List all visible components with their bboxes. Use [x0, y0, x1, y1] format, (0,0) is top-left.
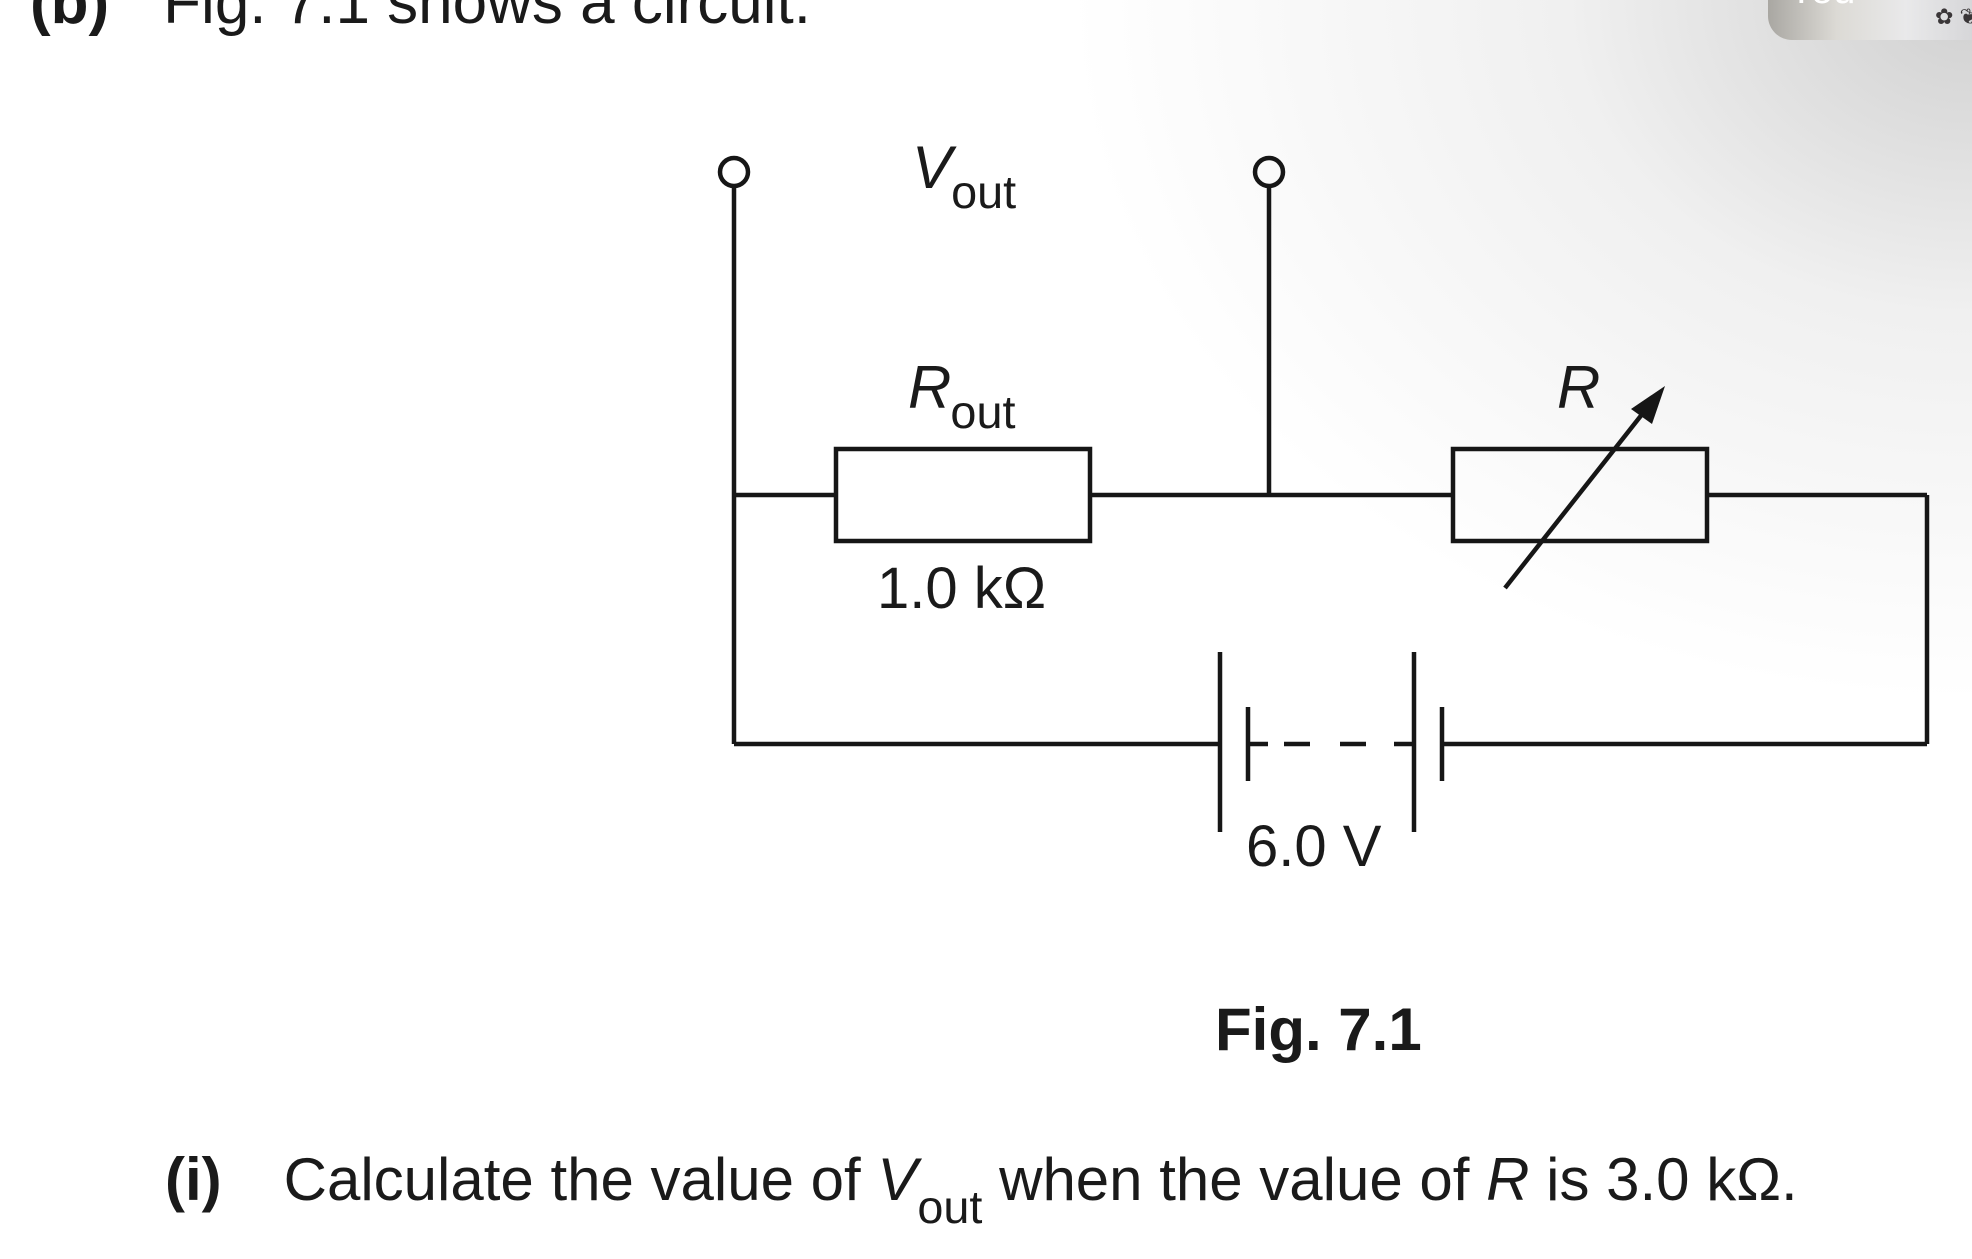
figure-caption: Fig. 7.1 [1215, 996, 1422, 1063]
question-var-r: R [1486, 1146, 1530, 1213]
thumbnail-text: You [1788, 0, 1856, 13]
rout-label: Rout [908, 354, 1016, 438]
leaf-pattern-icon: ✿ ❦ [1935, 4, 1972, 29]
question-var-sub: out [917, 1181, 983, 1234]
right-output-terminal [1252, 155, 1286, 189]
left-output-terminal [717, 155, 751, 189]
section-header: (b) Fig. 7.1 shows a circuit. [30, 0, 811, 34]
question-text-3: is 3.0 kΩ. [1529, 1146, 1798, 1213]
battery-voltage-label: 6.0 V [1246, 814, 1382, 879]
part-label: (b) [30, 0, 110, 37]
question-number: (i) [165, 1146, 222, 1213]
question-text-2: when the value of [982, 1146, 1487, 1213]
video-thumbnail[interactable]: You ✿ ❦ [1768, 0, 1972, 40]
variable-resistor-label: R [1557, 354, 1601, 421]
variable-arrow-shaft [1503, 406, 1649, 590]
question-i: (i) Calculate the value of Vout when the … [165, 1145, 1798, 1233]
header-text: Fig. 7.1 shows a circuit. [163, 0, 811, 37]
variable-arrow-head [1631, 386, 1665, 424]
question-text-1: Calculate the value of [283, 1146, 878, 1213]
vout-label: Vout [912, 134, 1017, 218]
fixed-resistor-rout [833, 446, 1093, 544]
question-var-v: V [877, 1146, 918, 1213]
rout-value-label: 1.0 kΩ [877, 556, 1047, 621]
